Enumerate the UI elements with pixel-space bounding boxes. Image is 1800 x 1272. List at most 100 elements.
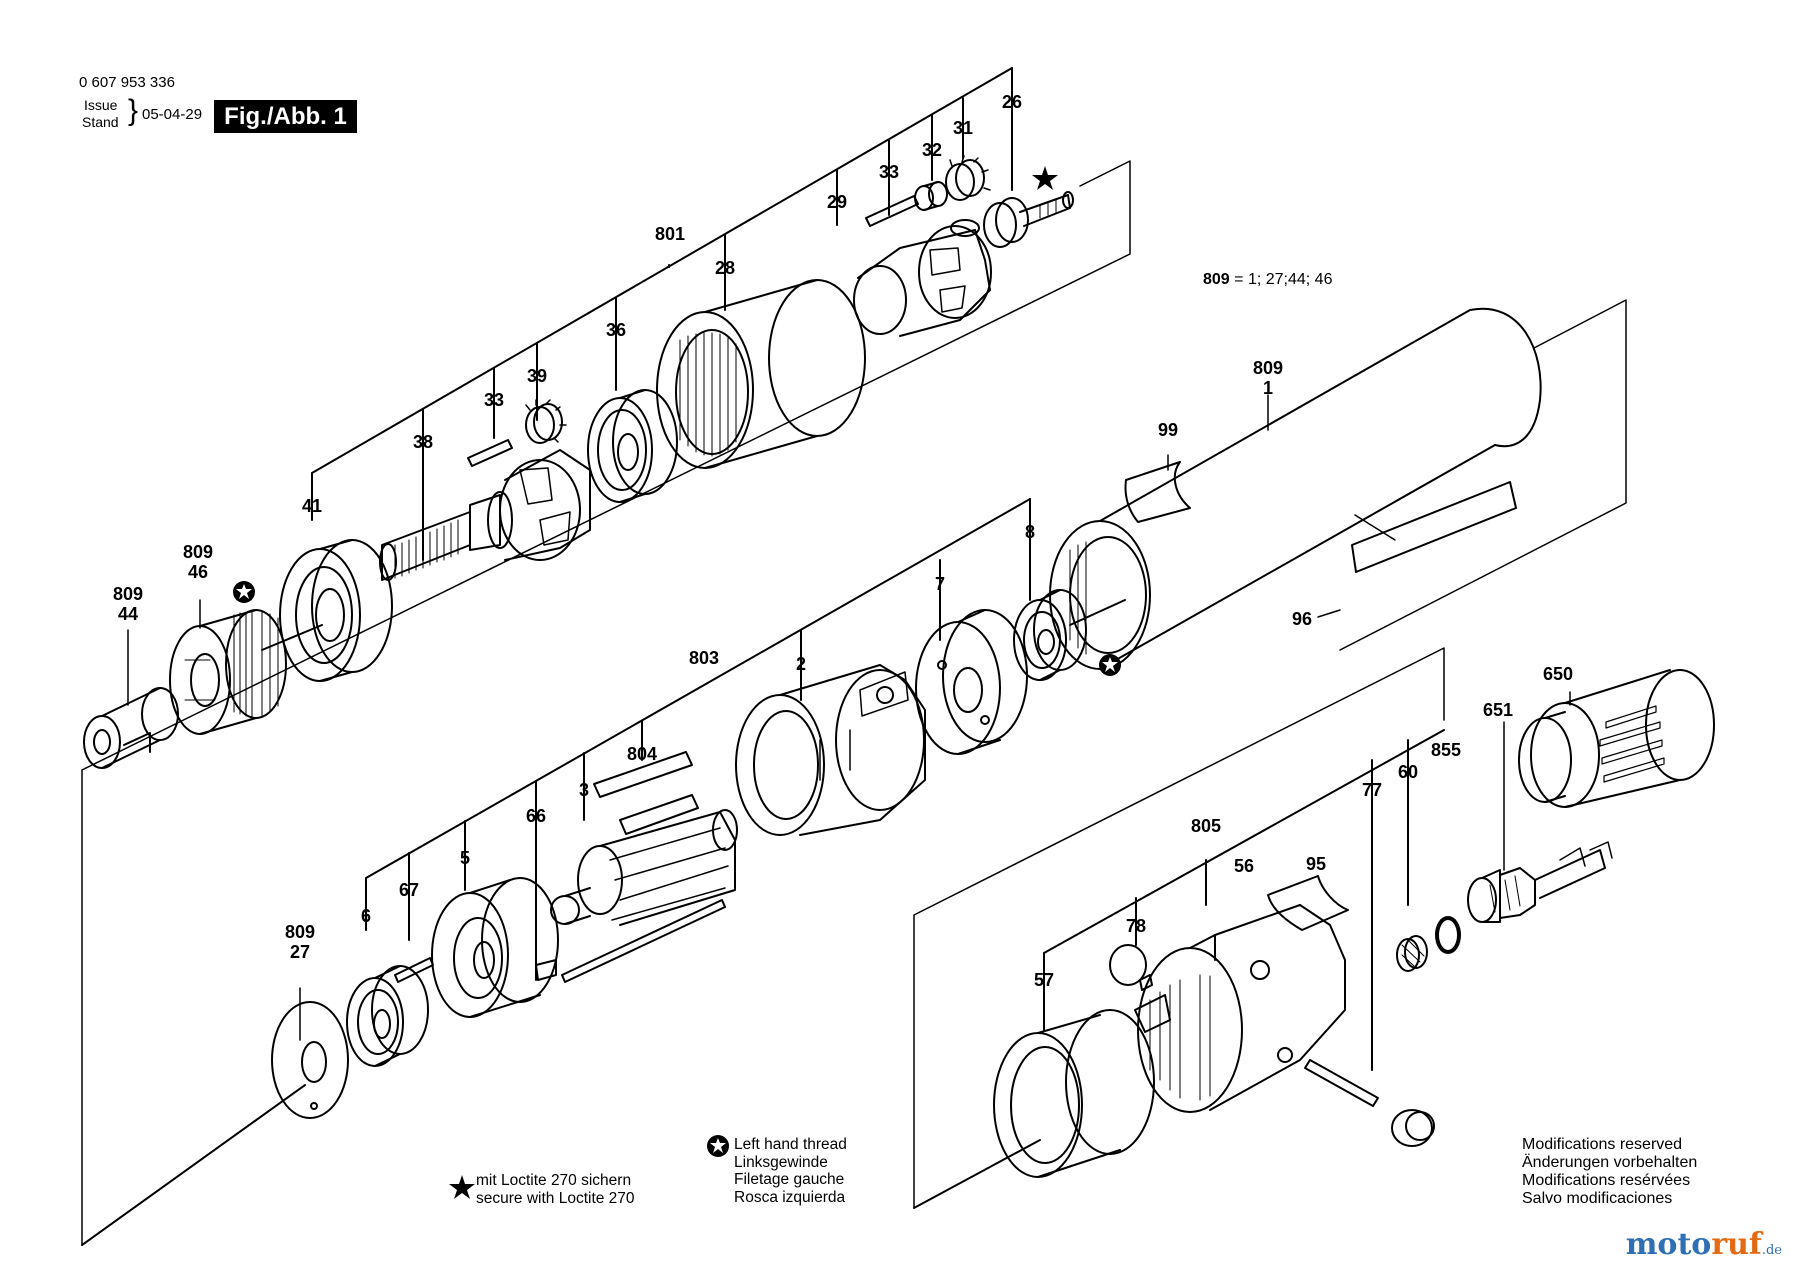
part-99-label (1124, 461, 1191, 523)
part-33-pin-upper (467, 439, 513, 467)
callout-78: 78 (1126, 916, 1146, 936)
part-78-ball (1109, 944, 1153, 991)
part-8-bearing (1013, 589, 1087, 681)
callout-651: 651 (1483, 700, 1513, 720)
callout-56: 56 (1234, 856, 1254, 876)
callout-803: 803 (689, 648, 719, 668)
modifications-note: Modifications reserved Änderungen vorbeh… (1522, 1136, 1697, 1208)
callout-809d: 809 (285, 922, 315, 942)
callout-804: 804 (627, 744, 657, 764)
watermark-part3: .de (1761, 1243, 1782, 1258)
part-5-end-cap (431, 877, 559, 1018)
callout-31: 31 (953, 118, 973, 138)
callout-77: 77 (1362, 780, 1382, 800)
part-3-rotor (550, 809, 738, 926)
callout-26: 26 (1002, 92, 1022, 112)
callout-leaders (127, 599, 1571, 1041)
callout-7: 7 (935, 574, 945, 594)
legend-left-thread-de: Linksgewinde (734, 1153, 828, 1171)
callout-60: 60 (1398, 762, 1418, 782)
kit-formula-lead: 809 (1203, 271, 1230, 288)
legend-loctite-de: mit Loctite 270 sichern (476, 1172, 632, 1189)
callout-96: 96 (1292, 609, 1312, 629)
callout-2: 2 (796, 654, 806, 674)
part-33-pin-right (865, 195, 919, 227)
callout-801: 801 (655, 224, 685, 244)
legend-left-thread-es: Rosca izquierda (734, 1188, 846, 1206)
callout-809b: 809 (113, 584, 143, 604)
callout-6: 6 (361, 906, 371, 926)
callout-3: 3 (579, 780, 589, 800)
right-frame (1339, 299, 1627, 651)
part-57-sleeve (913, 1009, 1155, 1209)
star-icon (449, 166, 1058, 1199)
legend-left-thread-en: Left hand thread (734, 1136, 847, 1153)
part-29-carrier (853, 219, 992, 337)
part-38-shaft (379, 449, 591, 581)
callout-57: 57 (1034, 970, 1054, 990)
watermark-part2: ruf (1711, 1227, 1762, 1262)
callout-5: 5 (460, 848, 470, 868)
part-67-pin (394, 957, 434, 983)
part-36-bearing (587, 389, 678, 503)
callout-44: 44 (118, 604, 138, 624)
left-thread-icon (233, 581, 1121, 1157)
part-number: 0 607 953 336 (79, 74, 175, 91)
callout-46: 46 (188, 562, 208, 582)
callout-1-leader (1167, 394, 1396, 618)
assembly-805-leaders (1043, 729, 1445, 1071)
part-28-cylinder (656, 279, 866, 469)
part-77-valve (1304, 1059, 1435, 1147)
callout-32: 32 (922, 140, 942, 160)
callout-28: 28 (715, 258, 735, 278)
part-26-pinion (983, 191, 1074, 248)
callout-805: 805 (1191, 816, 1221, 836)
brace: } (128, 94, 139, 127)
callout-39: 39 (527, 366, 547, 386)
legend-left-thread: Left hand thread Linksgewinde Filetage g… (734, 1136, 847, 1206)
modifications-es: Salvo modificaciones (1522, 1190, 1673, 1207)
part-32-bush (914, 181, 948, 211)
callout-809a: 809 (183, 542, 213, 562)
upper-frame (81, 160, 1131, 771)
callout-27: 27 (290, 942, 310, 962)
watermark-part1: moto (1625, 1227, 1712, 1262)
callout-809c: 809 (1253, 358, 1283, 378)
callout-41: 41 (302, 496, 322, 516)
callout-8: 8 (1025, 522, 1035, 542)
callout-855: 855 (1431, 740, 1461, 760)
modifications-en: Modifications reserved (1522, 1136, 1683, 1153)
callout-33b: 33 (484, 390, 504, 410)
part-41-bearing (261, 539, 393, 682)
legend-left-thread-fr: Filetage gauche (734, 1171, 845, 1188)
callout-29: 29 (827, 192, 847, 212)
part-2-cylinder (735, 664, 926, 836)
part-96-label (1351, 481, 1517, 573)
callout-66: 66 (526, 806, 546, 826)
part-44-nut (83, 687, 179, 769)
part-804-blades (593, 751, 699, 835)
part-6-bearing (346, 965, 429, 1067)
kit-formula-text: = 1; 27;44; 46 (1234, 271, 1333, 288)
modifications-de: Änderungen vorbehalten (1522, 1154, 1698, 1171)
stand-label: Stand (82, 114, 119, 130)
kit-formula: 809 = 1; 27;44; 46 (1203, 271, 1332, 289)
callout-numbers: 801 28 29 33 32 31 26 36 39 33 38 41 809… (113, 92, 1573, 990)
part-855-oring (1435, 916, 1461, 954)
callout-36: 36 (606, 320, 626, 340)
legend-loctite: mit Loctite 270 sichern secure with Loct… (476, 1172, 635, 1207)
legend-loctite-en: secure with Loctite 270 (476, 1189, 635, 1207)
assembly-803-leaders (365, 498, 1031, 981)
part-95-label (1267, 875, 1349, 931)
part-651-nozzle (1467, 841, 1613, 923)
callout-38: 38 (413, 432, 433, 452)
part-39-gear (525, 399, 567, 444)
issue-date: 05-04-29 (142, 106, 203, 123)
callout-95: 95 (1306, 854, 1326, 874)
modifications-fr: Modifications resérvées (1522, 1172, 1691, 1189)
part-7-end-plate (915, 609, 1028, 755)
part-27-washer (81, 1001, 349, 1246)
callout-650: 650 (1543, 664, 1573, 684)
part-46-threaded-ring (169, 609, 287, 735)
